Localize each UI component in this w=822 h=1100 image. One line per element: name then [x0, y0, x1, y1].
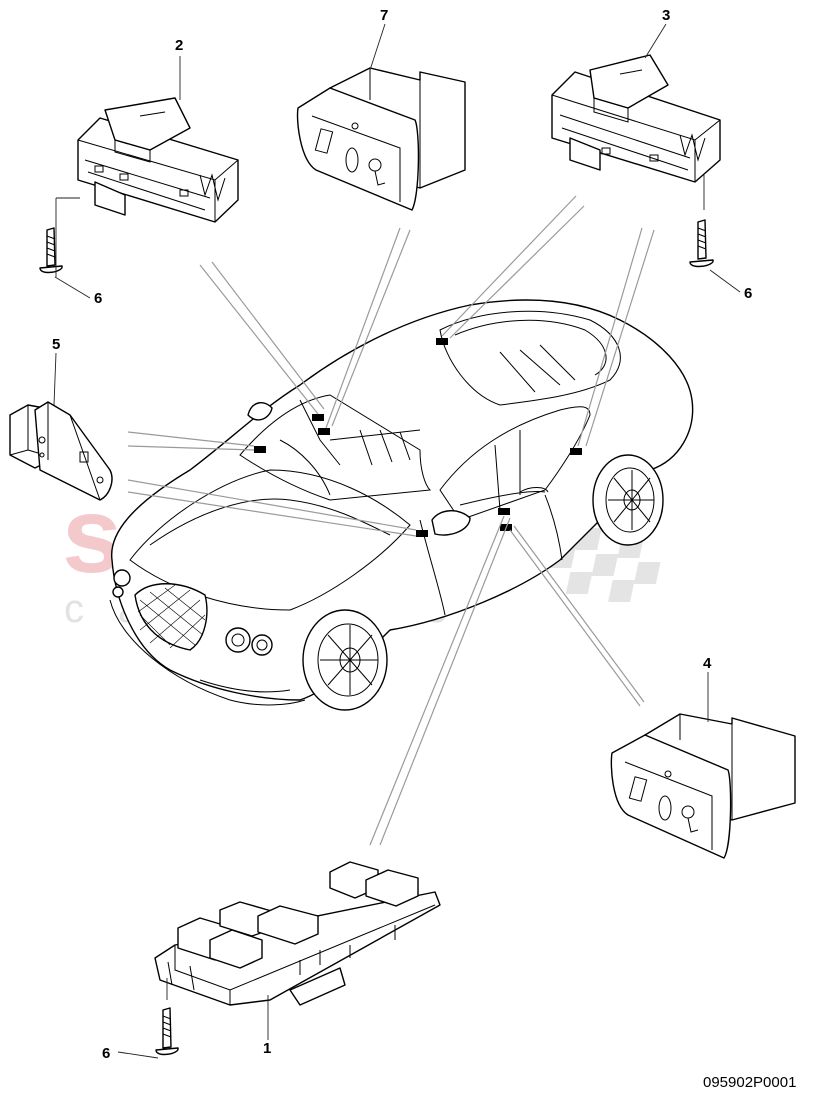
leader-lines [53, 23, 741, 1059]
part-4-seat-switch [610, 713, 796, 859]
marker-roof [436, 338, 448, 345]
callout-labels: 2 7 3 5 4 1 6 6 6 [52, 7, 752, 1062]
callout-6-top-right: 6 [744, 285, 752, 302]
document-code: 095902P0001 [703, 1074, 796, 1091]
marker-dash-left [254, 446, 266, 453]
marker-door-handle [498, 508, 510, 515]
car-body [109, 299, 694, 711]
part-3-single-window-switch [551, 54, 721, 183]
part-7-seat-switch [296, 67, 466, 211]
part-1-window-switch-pack [154, 861, 441, 1006]
screw-part-6-bottom [155, 1007, 179, 1056]
marker-console-front [312, 414, 324, 421]
marker-console [318, 428, 330, 435]
screw-part-6-top-left [39, 227, 63, 274]
part-2-single-window-switch [77, 97, 239, 223]
pointer-lines [127, 195, 655, 846]
callout-7: 7 [380, 7, 388, 24]
part-5-switch [9, 401, 113, 501]
callout-2: 2 [175, 37, 183, 54]
marker-rear [570, 448, 582, 455]
callout-5: 5 [52, 336, 60, 353]
callout-6-bottom: 6 [102, 1045, 110, 1062]
callout-6-top-left: 6 [94, 290, 102, 307]
screw-part-6-top-right [689, 219, 714, 268]
callout-1: 1 [263, 1040, 271, 1057]
marker-door-left [416, 530, 428, 537]
callout-3: 3 [662, 7, 670, 24]
callout-4: 4 [703, 655, 712, 672]
